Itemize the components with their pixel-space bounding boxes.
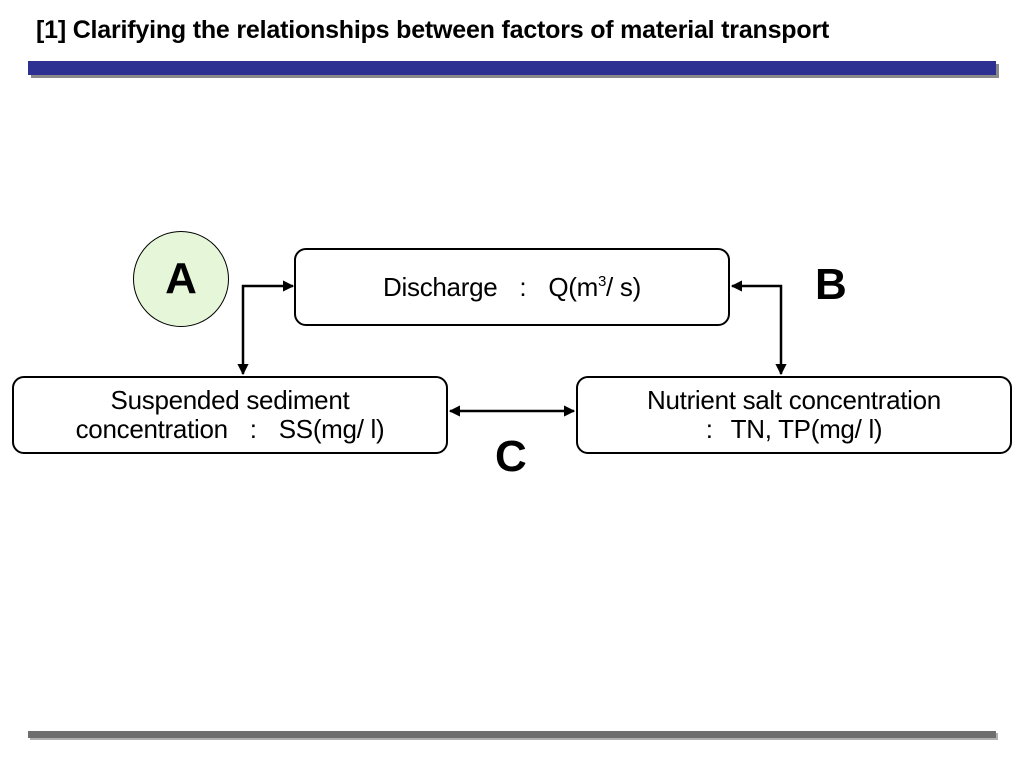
- discharge-separator: :: [519, 271, 527, 302]
- nutrient-box: Nutrient salt concentration : TN, TP(mg/ …: [576, 376, 1012, 454]
- ss-label: concentration: [75, 414, 229, 444]
- discharge-symbol-pre: Q(m: [548, 271, 598, 302]
- discharge-line: Discharge: Q(m3/ s): [383, 271, 641, 302]
- discharge-symbol-sup: 3: [597, 272, 607, 290]
- discharge-symbol-post: / s): [606, 271, 641, 302]
- relationship-label-c: C: [495, 432, 527, 481]
- relationship-label-b: B: [815, 260, 847, 309]
- ss-line-1: Suspended sediment: [110, 385, 350, 415]
- nutrient-separator: :: [705, 414, 713, 444]
- discharge-label: Discharge: [383, 271, 498, 302]
- suspended-sediment-box: Suspended sediment concentration: SS(mg/ …: [12, 376, 448, 454]
- ss-separator: :: [249, 414, 257, 444]
- ss-line-2: concentration: SS(mg/ l): [76, 415, 385, 444]
- relationship-label-a: A: [133, 231, 229, 327]
- footer-divider-bar: [28, 731, 996, 738]
- label-a-text: A: [165, 254, 197, 303]
- nutrient-line-1: Nutrient salt concentration: [647, 385, 941, 415]
- page-title: [1] Clarifying the relationships between…: [36, 16, 830, 44]
- nutrient-line-2: : TN, TP(mg/ l): [706, 415, 883, 444]
- arrow-a: [237, 280, 295, 376]
- ss-value: SS(mg/ l): [278, 414, 385, 444]
- discharge-box: Discharge: Q(m3/ s): [294, 248, 730, 326]
- arrow-b: [730, 280, 787, 376]
- nutrient-value: TN, TP(mg/ l): [730, 414, 883, 444]
- title-divider-bar: [28, 61, 996, 75]
